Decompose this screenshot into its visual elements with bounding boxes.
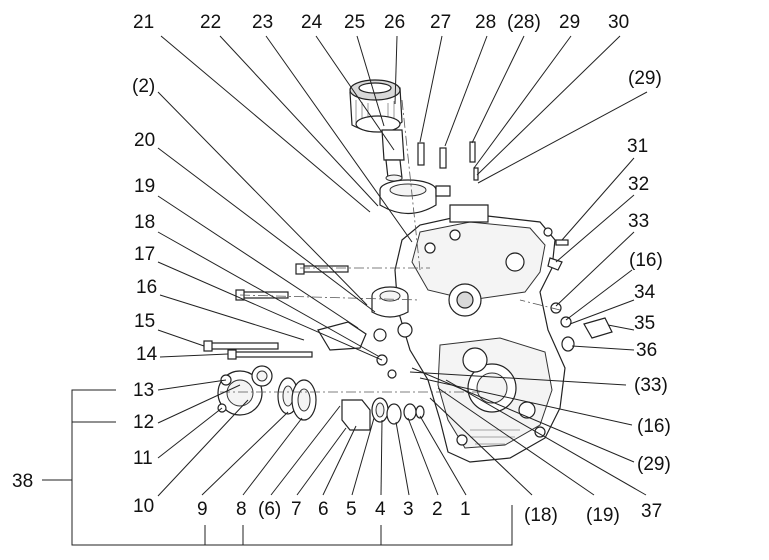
label-35: 35	[634, 313, 655, 334]
label-1: 1	[460, 499, 471, 520]
label-27: 27	[430, 12, 451, 33]
label-8: 8	[236, 499, 247, 520]
label-16-ref: (16)	[629, 250, 663, 271]
label-4: 4	[375, 499, 386, 520]
cover-plate	[217, 365, 273, 416]
label-25: 25	[344, 12, 365, 33]
label-6-ref: (6)	[258, 499, 281, 520]
label-28-ref: (28)	[507, 12, 541, 33]
label-15: 15	[134, 311, 155, 332]
label-26: 26	[384, 12, 405, 33]
label-2: 2	[432, 499, 443, 520]
label-24: 24	[301, 12, 323, 33]
label-20: 20	[134, 130, 155, 151]
label-9: 9	[197, 499, 208, 520]
label-29-ref: (29)	[628, 68, 662, 89]
label-16-ref-2: (16)	[637, 416, 671, 437]
filter-adapter	[381, 129, 405, 182]
label-28: 28	[475, 12, 496, 33]
label-7: 7	[291, 499, 302, 520]
label-3: 3	[403, 499, 414, 520]
label-38: 38	[12, 471, 33, 492]
label-36: 36	[636, 340, 657, 361]
label-10: 10	[133, 496, 154, 517]
label-19-ref: (19)	[586, 505, 620, 526]
label-19: 19	[134, 176, 155, 197]
label-12: 12	[133, 412, 154, 433]
label-2-ref: (2)	[132, 76, 155, 97]
leader-lines	[42, 35, 648, 546]
top-studs	[417, 141, 479, 181]
label-30: 30	[608, 12, 629, 33]
label-37: 37	[641, 501, 662, 522]
label-34: 34	[634, 282, 656, 303]
label-32: 32	[628, 174, 649, 195]
bearing-stack	[277, 377, 425, 431]
label-14: 14	[136, 344, 158, 365]
label-11: 11	[133, 448, 153, 469]
label-6: 6	[318, 499, 329, 520]
label-29-ref-2: (29)	[637, 454, 671, 475]
crankcase-housing	[394, 204, 566, 463]
label-18: 18	[134, 212, 155, 233]
label-23: 23	[252, 12, 273, 33]
label-17: 17	[134, 244, 155, 265]
label-16: 16	[136, 277, 157, 298]
label-31: 31	[627, 136, 648, 157]
bushing	[371, 286, 409, 318]
label-18-ref: (18)	[524, 505, 558, 526]
engine-parts	[203, 79, 613, 463]
filter-housing	[379, 179, 451, 215]
label-13: 13	[133, 380, 154, 401]
label-5: 5	[346, 499, 357, 520]
label-33-ref: (33)	[634, 375, 668, 396]
label-29: 29	[559, 12, 580, 33]
label-21: 21	[133, 12, 154, 33]
part-labels: 21 22 23 24 25 26 27 28 (28) 29 30 (29) …	[12, 12, 671, 526]
label-33: 33	[628, 211, 649, 232]
label-22: 22	[200, 12, 221, 33]
oil-filter	[349, 79, 403, 133]
right-side-parts	[547, 239, 613, 352]
